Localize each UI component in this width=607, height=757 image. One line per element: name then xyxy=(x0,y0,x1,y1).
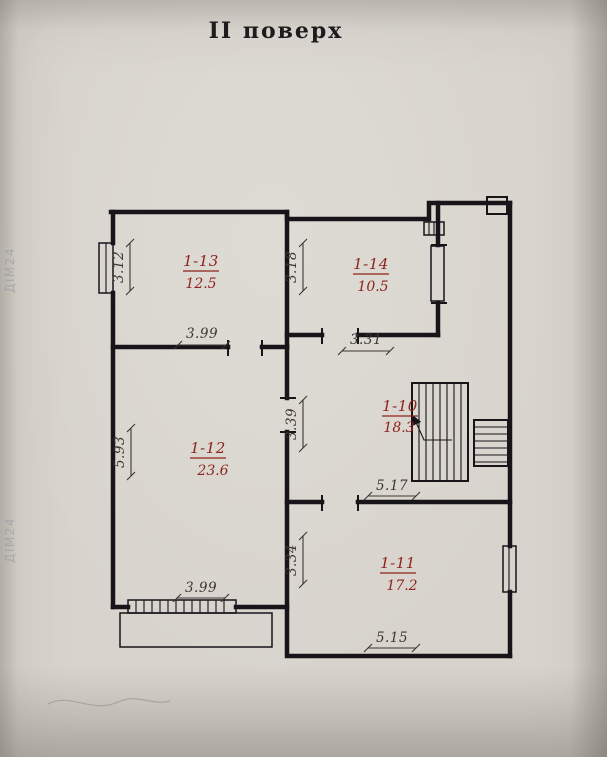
dim-3-34: 3.34 xyxy=(284,531,308,589)
dimensions: 3.12 3.99 3.18 3.31 5.93 3.39 5. xyxy=(111,238,421,653)
room-id: 1-13 xyxy=(183,252,219,270)
outer-wall-bottom xyxy=(110,604,513,659)
dim-5-93: 5.93 xyxy=(112,423,136,481)
room-labels: 1-13 12.5 1-14 10.5 1-12 23.6 1-10 18.3 … xyxy=(183,252,418,594)
room-id: 1-11 xyxy=(380,554,416,572)
dim-3-99-bottom: 3.99 xyxy=(172,580,230,603)
dim-value: 5.93 xyxy=(112,436,128,468)
dim-line xyxy=(363,643,421,653)
room-area: 12.5 xyxy=(185,276,216,292)
dim-line xyxy=(363,491,421,501)
dim-3-12: 3.12 xyxy=(111,238,135,296)
room-label-1-13: 1-13 12.5 xyxy=(183,252,219,292)
dim-value: 3.39 xyxy=(284,408,300,440)
room-id: 1-14 xyxy=(353,255,389,273)
dim-line xyxy=(125,238,135,296)
dim-value: 5.17 xyxy=(376,478,408,494)
dim-line xyxy=(172,593,230,603)
dim-value: 3.31 xyxy=(350,332,382,348)
page-title: II поверх xyxy=(209,18,344,44)
outer-wall-top xyxy=(108,200,513,222)
dim-value: 3.99 xyxy=(185,580,217,596)
room-area: 17.2 xyxy=(386,578,417,594)
dim-value: 3.34 xyxy=(284,544,300,576)
stairs-flight-1-treads xyxy=(418,383,462,481)
dim-line xyxy=(126,423,136,481)
room-label-1-11: 1-11 17.2 xyxy=(380,554,418,594)
watermarks: ДІМ24 ДІМ24 xyxy=(3,247,17,563)
dim-value: 3.12 xyxy=(111,251,127,283)
stairs-flight-2 xyxy=(473,419,509,467)
radiator-room-14-lines xyxy=(428,222,440,235)
dim-value: 3.18 xyxy=(284,251,300,283)
dim-line xyxy=(298,531,308,589)
porch-outline xyxy=(119,612,273,648)
window-room-12-hatch xyxy=(135,600,225,613)
watermark-text: ДІМ24 xyxy=(3,517,17,563)
plan-linework xyxy=(98,196,517,659)
dim-value: 3.99 xyxy=(186,326,218,342)
door-opening-ticks xyxy=(227,244,447,511)
chimney-block xyxy=(486,196,508,215)
dim-5-15: 5.15 xyxy=(363,630,421,653)
dim-value: 5.15 xyxy=(376,630,408,646)
dim-line xyxy=(337,346,395,356)
room-label-1-12: 1-12 23.6 xyxy=(190,439,229,479)
room-area: 18.3 xyxy=(383,420,414,436)
dim-3-39: 3.39 xyxy=(284,395,308,453)
stairs-direction-arrow xyxy=(412,414,452,441)
dim-5-17: 5.17 xyxy=(363,478,421,501)
room-id: 1-10 xyxy=(382,397,418,415)
room-area: 10.5 xyxy=(357,279,388,295)
room-area: 23.6 xyxy=(196,463,228,479)
dim-line xyxy=(173,340,231,350)
pencil-mark xyxy=(47,698,171,707)
dim-line xyxy=(298,238,308,296)
dim-3-18: 3.18 xyxy=(284,238,308,296)
room-label-1-14: 1-14 10.5 xyxy=(353,255,389,295)
door-leaf-room-14 xyxy=(430,245,445,302)
stairs-flight-2-treads xyxy=(474,426,508,463)
dim-3-99-top: 3.99 xyxy=(173,326,231,350)
room-id: 1-12 xyxy=(190,439,226,457)
dim-line xyxy=(298,395,308,453)
room-label-1-10: 1-10 18.3 xyxy=(382,397,418,436)
watermark-text: ДІМ24 xyxy=(3,247,17,293)
dim-3-31: 3.31 xyxy=(337,332,395,356)
